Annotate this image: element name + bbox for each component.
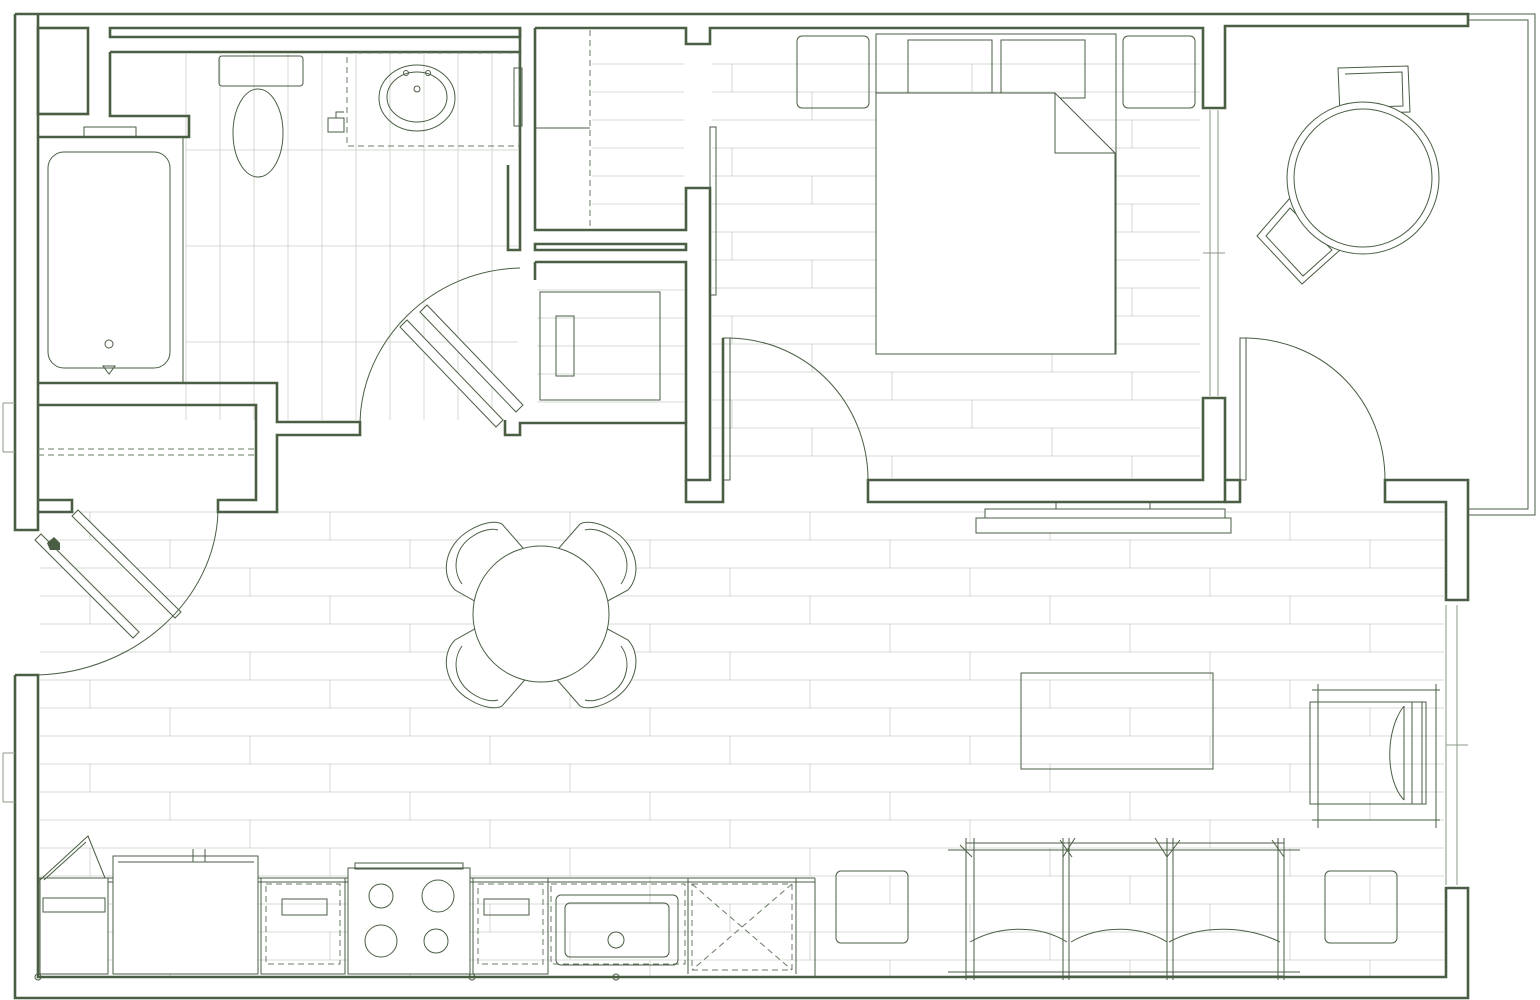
toilet	[218, 55, 304, 178]
bathroom-vanity	[327, 52, 523, 147]
tv-console	[975, 503, 1232, 534]
bed	[875, 33, 1117, 355]
living-floor-planks	[40, 511, 1444, 976]
bistro-set	[1256, 65, 1440, 285]
balcony-door	[1239, 337, 1386, 481]
bedroom-door	[722, 337, 869, 481]
coffee-table	[1020, 672, 1214, 770]
dining-set	[445, 521, 637, 709]
coat-closet	[38, 448, 256, 456]
kitchen-sink	[550, 883, 686, 966]
closet-floor-planks	[537, 63, 684, 403]
washer-dryer	[539, 291, 661, 401]
closet	[535, 30, 717, 296]
bathroom-door	[359, 267, 524, 428]
entry-door	[34, 509, 219, 676]
dishwasher	[687, 878, 797, 974]
pantry-cabinet	[39, 835, 109, 975]
armchair	[1309, 684, 1440, 828]
sofa	[948, 837, 1300, 980]
side-table-right	[1324, 870, 1398, 944]
bathtub	[37, 126, 184, 384]
side-table-left	[835, 870, 909, 944]
fridge	[112, 849, 259, 975]
nightstand-right	[1122, 35, 1196, 109]
nightstand-left	[796, 35, 870, 109]
walls	[2, 12, 1536, 1000]
bathroom-floor-tiles	[185, 54, 518, 420]
stove	[347, 862, 471, 975]
kitchen-drawer-2	[472, 877, 549, 975]
kitchen-drawer-1	[260, 877, 346, 975]
